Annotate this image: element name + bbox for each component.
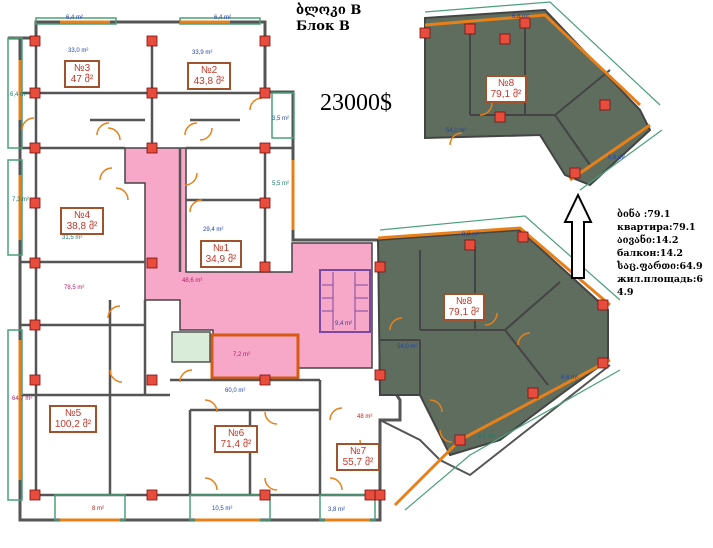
staircase [319, 269, 371, 333]
room-area: 64,7 m² [12, 396, 33, 402]
info-line-living-ru: жил.площадь:64.9 [617, 274, 703, 298]
unit-area: 55,7 მ² [342, 457, 374, 468]
elevator-shaft [210, 333, 300, 380]
room-area: 29,4 m² [203, 227, 224, 233]
doors [21, 97, 531, 491]
room-area: 6,6 m² [561, 375, 579, 381]
room-area: 48,6 m² [182, 278, 203, 284]
room-area: 48 m² [357, 414, 373, 420]
unit-area: 34,9 მ² [205, 254, 237, 265]
unit-area: 100,2 მ² [54, 419, 92, 430]
unit-area: 79,1 მ² [490, 89, 522, 100]
unit-area: 43,8 მ² [193, 76, 225, 87]
light-shaft [171, 331, 211, 363]
block-title: ბლოკი B Блок В [296, 3, 361, 35]
info-line-apartment-ru: квартира:79.1 [617, 222, 696, 233]
unit-5-label[interactable]: №5 100,2 მ² [49, 405, 97, 433]
room-area: 6,1 m² [478, 434, 496, 440]
unit-7-label[interactable]: №7 55,7 მ² [336, 443, 380, 471]
info-panel: ბინა :79.1 квартира:79.1 აივანი:14.2 бал… [617, 208, 711, 299]
room-area: 33,0 m² [68, 48, 89, 54]
room-area: 6,4 m² [214, 15, 232, 21]
unit-6-label[interactable]: №6 71,4 მ² [214, 425, 258, 453]
unit-number: №4 [73, 210, 91, 221]
room-area: 8 m² [92, 506, 104, 512]
info-line-living-ge: საც.ფართი:64.9 [617, 261, 703, 272]
selected-apartment-walls [380, 246, 561, 395]
room-area: 6,4 m² [10, 92, 28, 98]
right-wing-balcony-line [379, 215, 621, 301]
unit-area: 47 მ² [70, 74, 94, 85]
unit-2-label[interactable]: №2 43,8 მ² [187, 62, 231, 90]
unit-number: №8 [497, 78, 515, 89]
inset-plan [424, 1, 663, 191]
unit-number: №6 [227, 428, 245, 439]
unit-number: №2 [200, 65, 218, 76]
room-area: 3,5 m² [272, 116, 290, 122]
room-area: 5,5 m² [272, 181, 290, 187]
info-line-balcony-ru: балкон:14.2 [617, 248, 683, 259]
room-area: 78,5 m² [64, 285, 85, 291]
room-area: 7,3 m² [12, 197, 30, 203]
room-area: 60,0 m² [225, 388, 246, 394]
inset-unit-8-label[interactable]: №8 79,1 მ² [485, 75, 527, 103]
room-area: 6,4 m² [66, 15, 84, 21]
right-wing-facade [377, 226, 611, 307]
unit-area: 79,1 მ² [448, 307, 480, 318]
lower-balcony-line [404, 369, 621, 511]
unit-area: 71,4 მ² [220, 439, 252, 450]
unit-3-label[interactable]: №3 47 მ² [64, 60, 100, 88]
windows [18, 20, 370, 522]
unit-4-label[interactable]: №4 38,8 მ² [60, 207, 104, 235]
price-label: 23000$ [320, 90, 392, 116]
room-area: 33,9 m² [192, 50, 213, 56]
block-title-russian: Блок В [296, 19, 350, 34]
room-area: 10,5 m² [212, 506, 233, 512]
selected-apartment [376, 228, 609, 457]
unit-number: №8 [455, 296, 473, 307]
unit-number: №7 [349, 446, 367, 457]
room-area: 8,8 m² [462, 232, 480, 238]
unit-number: №3 [73, 63, 91, 74]
up-arrow-icon [563, 192, 593, 279]
unit-number: №5 [64, 408, 82, 419]
room-area: 54,0 m² [397, 344, 418, 350]
unit-1-label[interactable]: №1 34,9 მ² [200, 240, 242, 268]
unit-area: 38,8 მ² [66, 221, 98, 232]
inset-room-area: 6,6 m² [608, 155, 626, 161]
unit-8-label[interactable]: №8 79,1 მ² [443, 293, 485, 321]
info-line-balcony-ge: აივანი:14.2 [617, 235, 679, 246]
room-area: 7,2 m² [233, 352, 251, 358]
inset-room-area: 54,0 m² [446, 128, 467, 134]
room-area: 9,4 m² [335, 321, 353, 327]
room-area: 31,5 m² [62, 235, 83, 241]
block-title-georgian: ბლოკი B [296, 3, 362, 18]
info-line-apartment-ge: ბინა :79.1 [617, 209, 671, 220]
room-area: 3,8 m² [328, 507, 346, 513]
unit-number: №1 [212, 243, 230, 254]
columns [29, 17, 611, 501]
inset-room-area: 6,8 m² [512, 14, 530, 20]
